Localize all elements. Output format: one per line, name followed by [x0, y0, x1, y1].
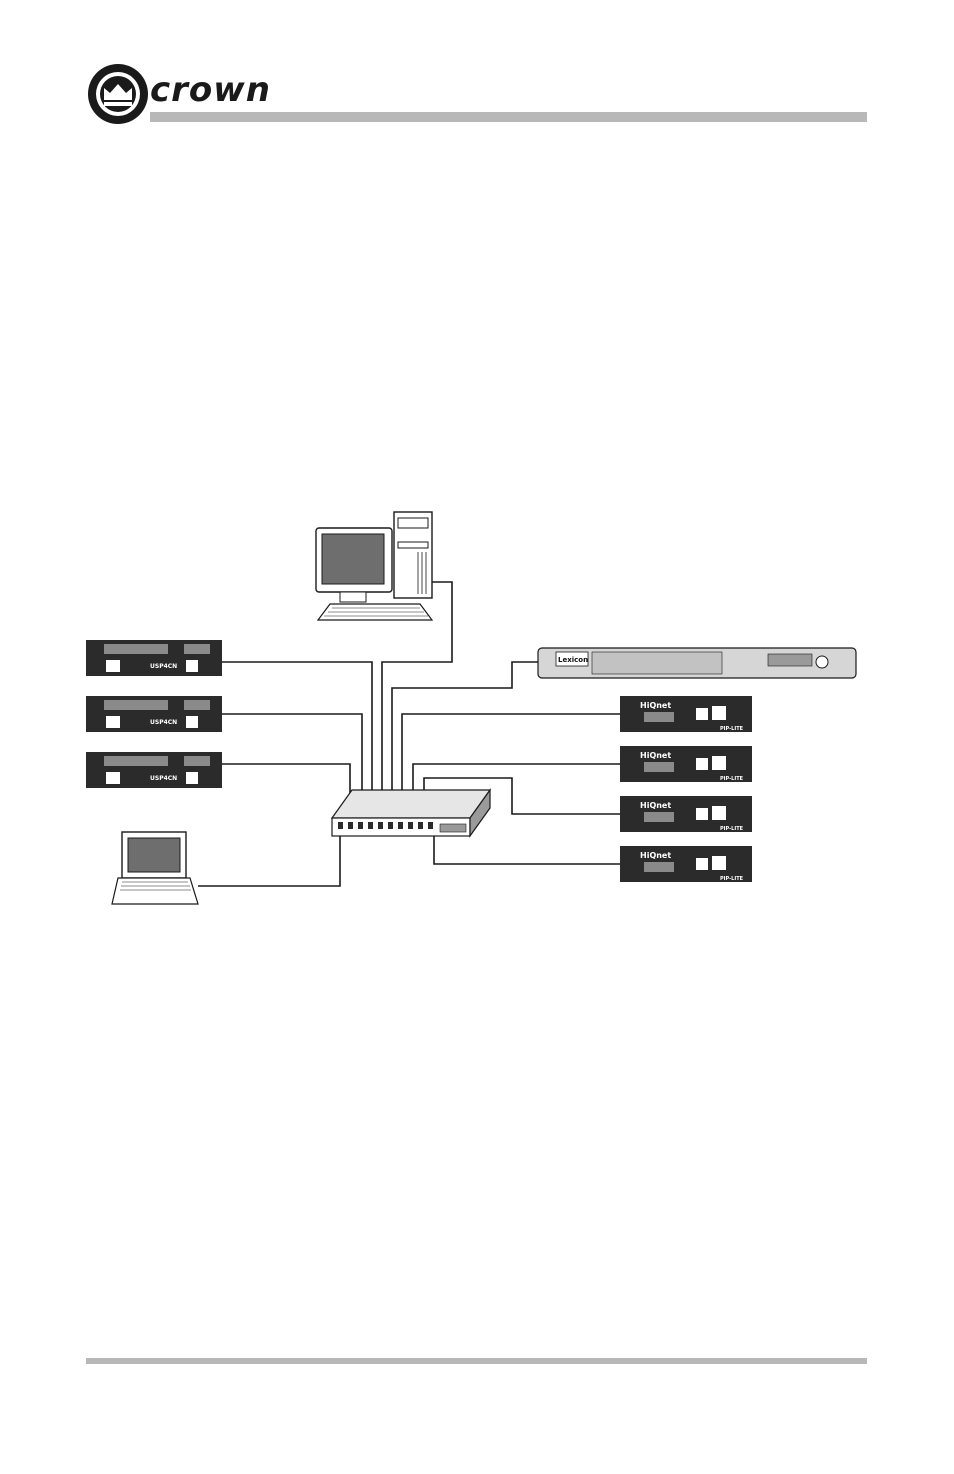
pip-model: PIP-LITE [720, 726, 744, 732]
usp-card: USP4CN [86, 696, 222, 732]
laptop-computer [112, 832, 198, 904]
processor-brand: Lexicon [558, 656, 588, 664]
signal-processor: Lexicon [538, 648, 856, 678]
pip-model: PIP-LITE [720, 876, 744, 882]
usp-card: USP4CN [86, 640, 222, 676]
pip-brand: HiQnet [640, 751, 671, 760]
pip-card: HiQnet PIP-LITE [620, 796, 752, 832]
pip-card: HiQnet PIP-LITE [620, 846, 752, 882]
network-cables [198, 582, 622, 886]
ethernet-switch [332, 790, 490, 836]
pip-model: PIP-LITE [720, 776, 744, 782]
pip-card: HiQnet PIP-LITE [620, 696, 752, 732]
usp-label: USP4CN [150, 663, 177, 670]
cable-usp-3 [222, 764, 350, 820]
pip-brand: HiQnet [640, 701, 671, 710]
usp-label: USP4CN [150, 719, 177, 726]
pip-brand: HiQnet [640, 801, 671, 810]
pip-card: HiQnet PIP-LITE [620, 746, 752, 782]
usp-label: USP4CN [150, 775, 177, 782]
pip-brand: HiQnet [640, 851, 671, 860]
cable-laptop [198, 820, 340, 886]
pip-model: PIP-LITE [720, 826, 744, 832]
usp-card: USP4CN [86, 752, 222, 788]
cable-usp-2 [222, 714, 362, 820]
desktop-computer [316, 512, 432, 620]
